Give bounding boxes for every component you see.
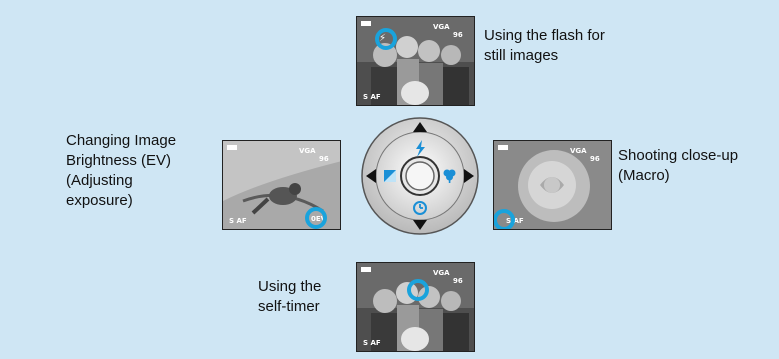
caption-line: Using the	[258, 277, 321, 297]
caption-line: self-timer	[258, 297, 321, 317]
caption-line: still images	[484, 46, 605, 66]
af-mode: S AF	[229, 217, 247, 225]
lcd-screen-ev: VGA 96 S AF 0EV	[222, 140, 341, 230]
caption-self-timer: Using the self-timer	[258, 277, 321, 317]
highlight-ring	[493, 209, 515, 230]
caption-ev: Changing Image Brightness (EV) (Adjustin…	[66, 131, 176, 211]
caption-line: Using the flash for	[484, 26, 605, 46]
image-size-label: VGA	[299, 147, 316, 155]
caption-flash: Using the flash for still images	[484, 26, 605, 66]
highlight-ring	[407, 279, 429, 301]
lcd-screen-flash: VGA 96 S AF ⚡	[356, 16, 475, 106]
remaining-shots: 96	[453, 31, 463, 39]
remaining-shots: 96	[590, 155, 600, 163]
caption-line: (Adjusting	[66, 171, 176, 191]
caption-macro: Shooting close-up (Macro)	[618, 146, 738, 186]
remaining-shots: 96	[319, 155, 329, 163]
exposure-icon[interactable]	[384, 170, 396, 182]
image-size-label: VGA	[433, 23, 450, 31]
highlight-ring	[375, 28, 397, 50]
lcd-screen-macro: VGA 96 S AF	[493, 140, 612, 230]
lcd-screen-self-timer: VGA 96 S AF	[356, 262, 475, 352]
control-dial	[360, 116, 480, 241]
caption-line: Shooting close-up	[618, 146, 738, 166]
image-size-label: VGA	[570, 147, 587, 155]
image-size-label: VGA	[433, 269, 450, 277]
caption-line: Changing Image	[66, 131, 176, 151]
caption-line: Brightness (EV)	[66, 151, 176, 171]
caption-line: exposure)	[66, 191, 176, 211]
caption-line: (Macro)	[618, 166, 738, 186]
af-mode: S AF	[363, 339, 381, 347]
af-mode: S AF	[363, 93, 381, 101]
highlight-ring	[305, 207, 327, 229]
remaining-shots: 96	[453, 277, 463, 285]
